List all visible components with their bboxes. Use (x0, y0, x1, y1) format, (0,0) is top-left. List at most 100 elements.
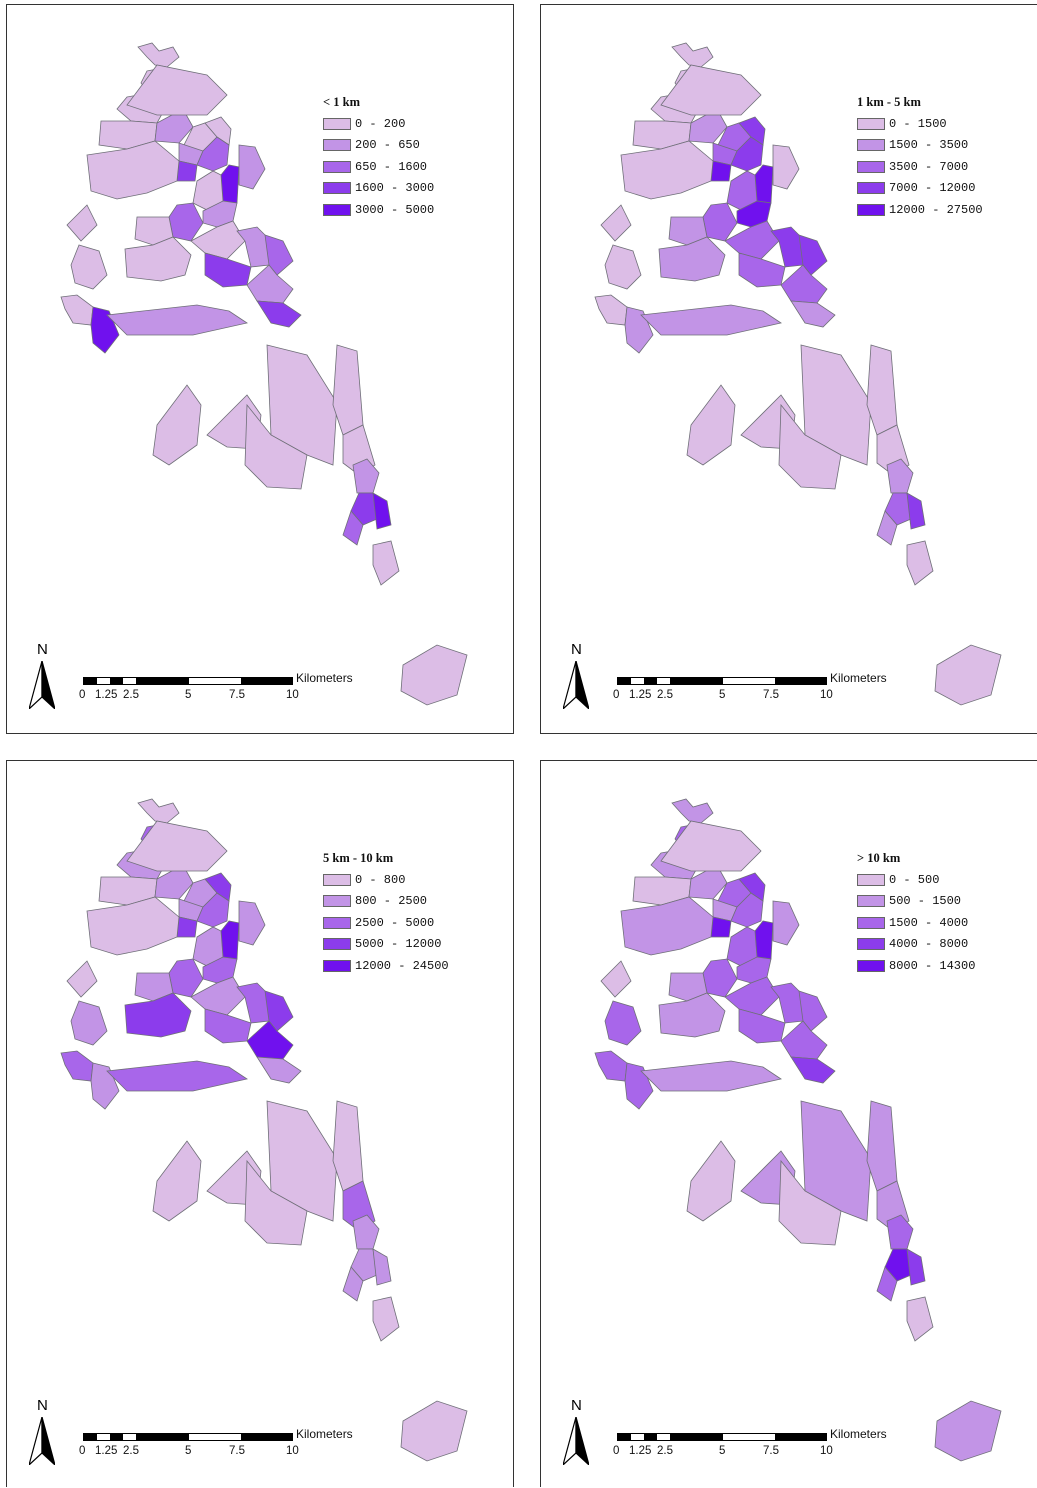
map-zone (600, 204, 632, 242)
map-zone (876, 1266, 898, 1302)
map-zone (790, 1056, 836, 1084)
map-zone (876, 510, 898, 546)
map-zone (772, 144, 800, 190)
legend-item: 8000 - 14300 (857, 955, 975, 977)
map-zone (798, 990, 828, 1032)
map-zone (244, 1159, 308, 1246)
map-zone (126, 820, 228, 872)
map-zone (106, 1060, 249, 1092)
legend-item: 800 - 2500 (323, 891, 449, 913)
map-zone (686, 1140, 736, 1222)
map-zone (886, 458, 914, 494)
map-zone (60, 294, 94, 326)
north-arrow-icon (29, 1417, 55, 1465)
north-label: N (37, 1397, 48, 1414)
map-zone (372, 540, 400, 586)
map-zone (70, 244, 108, 290)
choropleth-map (594, 42, 1002, 706)
legend-swatch (323, 182, 351, 195)
map-zone (671, 42, 714, 68)
scale-tick-labels: 0 1.25 2.5 5 7.5 10 (613, 1445, 833, 1457)
scale-bar (83, 677, 293, 685)
legend: 1 km - 5 km 0 - 1500 1500 - 3500 3500 - … (857, 95, 983, 221)
map-zone (754, 164, 774, 204)
scale-bar (83, 1433, 293, 1441)
scale-tick-labels: 0 1.25 2.5 5 7.5 10 (79, 689, 299, 701)
map-zone (124, 992, 192, 1038)
map-zone (778, 1159, 842, 1246)
north-arrow-icon (563, 661, 589, 709)
map-zone (686, 384, 736, 466)
map-zone (264, 990, 294, 1032)
map-zone (400, 1400, 468, 1462)
legend-swatch (857, 117, 885, 130)
map-zone (738, 872, 766, 902)
map-zone (372, 1296, 400, 1342)
legend-item: 5000 - 12000 (323, 934, 449, 956)
map-zone (256, 300, 302, 328)
legend-item: 0 - 1500 (857, 113, 983, 135)
map-zone (798, 234, 828, 276)
map-zone (66, 960, 98, 998)
legend-swatch (857, 873, 885, 886)
map-zone (352, 458, 380, 494)
scale-unit-label: Kilometers (296, 671, 353, 685)
legend-item: 0 - 500 (857, 869, 975, 891)
map-zone (137, 42, 180, 68)
legend-swatch (857, 959, 885, 972)
map-zone (400, 644, 468, 706)
map-zone (620, 140, 714, 200)
legend-item: 650 - 1600 (323, 156, 434, 178)
map-zone (220, 164, 240, 204)
map-zone (934, 644, 1002, 706)
north-arrow-icon (29, 661, 55, 709)
map-zone (710, 916, 732, 938)
legend-swatch (857, 160, 885, 173)
map-zone (671, 798, 714, 824)
legend-title: > 10 km (857, 851, 901, 865)
map-zone (620, 896, 714, 956)
map-zone (780, 264, 828, 304)
map-zone (906, 540, 934, 586)
map-zone (246, 264, 294, 304)
map-zone (594, 294, 628, 326)
legend-swatch (323, 938, 351, 951)
map-zone (754, 920, 774, 960)
map-zone (780, 1020, 828, 1060)
map-zone (204, 116, 232, 146)
map-zone (204, 872, 232, 902)
map-zone (264, 234, 294, 276)
scale-unit-label: Kilometers (830, 671, 887, 685)
legend-item: 1500 - 4000 (857, 912, 975, 934)
map-zone (246, 1020, 294, 1060)
map-panel-1-5km: 1 km - 5 km 0 - 1500 1500 - 3500 3500 - … (540, 4, 1037, 734)
map-zone (594, 1050, 628, 1082)
map-zone (126, 64, 228, 116)
scale-tick-labels: 0 1.25 2.5 5 7.5 10 (613, 689, 833, 701)
north-label: N (37, 641, 48, 658)
map-zone (106, 304, 249, 336)
choropleth-map (60, 42, 468, 706)
legend-swatch (857, 203, 885, 216)
map-zone (66, 204, 98, 242)
map-zone (152, 1140, 202, 1222)
map-zone (238, 144, 266, 190)
map-zone (332, 344, 364, 436)
map-panel-lt1km: < 1 km 0 - 200 200 - 650 650 - 1600 1600… (6, 4, 514, 734)
legend-swatch (323, 873, 351, 886)
legend-swatch (323, 916, 351, 929)
legend-swatch (857, 139, 885, 152)
map-zone (600, 960, 632, 998)
choropleth-map (594, 798, 1002, 1462)
legend-item: 0 - 800 (323, 869, 449, 891)
map-zone (886, 1214, 914, 1250)
legend-title: 1 km - 5 km (857, 95, 921, 109)
map-zone (220, 920, 240, 960)
legend-item: 12000 - 24500 (323, 955, 449, 977)
map-zone (256, 1056, 302, 1084)
map-zone (352, 1214, 380, 1250)
legend-swatch (323, 895, 351, 908)
map-zone (790, 300, 836, 328)
legend-item: 1500 - 3500 (857, 135, 983, 157)
map-zone (710, 160, 732, 182)
